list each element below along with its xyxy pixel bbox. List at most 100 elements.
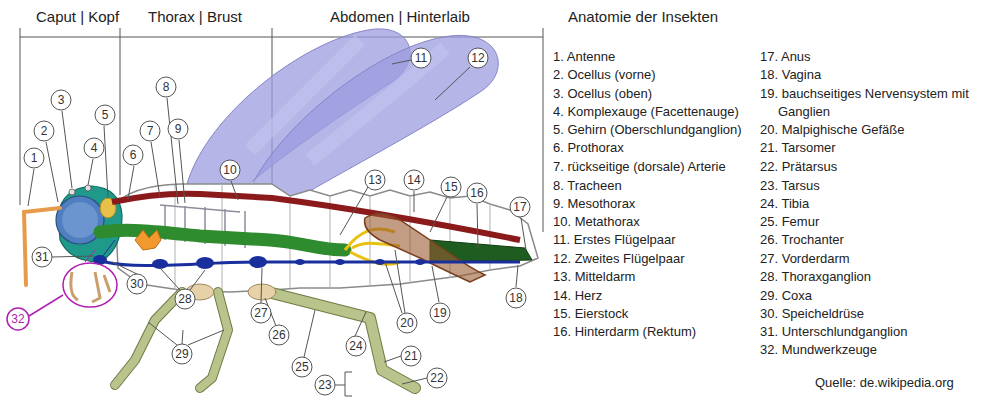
leader-lines-part: [340, 187, 368, 235]
leader-lines-part: [516, 265, 518, 287]
wings-part: [246, 35, 498, 202]
nerve-cord-part-part: [100, 240, 115, 260]
nerve-cord-part-part: [375, 259, 385, 265]
callout-number: 24: [349, 340, 362, 352]
leader-lines-part: [160, 268, 180, 290]
nerve-cord-part-part: [415, 259, 425, 265]
legend-list-item: 11. Erstes Flügelpaar: [553, 231, 676, 249]
legs-part: [200, 292, 228, 388]
leader-lines-part: [46, 142, 58, 202]
callout-number: 32: [11, 313, 24, 325]
nerve-cord-part-part: [295, 259, 305, 265]
leader-lines-part: [128, 166, 134, 199]
callout-number: 10: [223, 164, 236, 176]
callout-number: 8: [163, 81, 170, 93]
callout-number: 3: [58, 94, 65, 106]
leader-lines-part: [304, 310, 315, 357]
callout-circles-part: [34, 121, 54, 141]
legend-list-item: 16. Hinterdarm (Rektum): [553, 323, 696, 341]
callout-circles-part: [220, 160, 240, 180]
legend-list-item: 17. Anus: [760, 48, 811, 66]
callout-circles-part: [84, 138, 104, 158]
callout-number: 18: [509, 292, 522, 304]
callout-circles-part: [401, 346, 421, 366]
head: [56, 185, 122, 262]
legend-list-item: 27. Vorderdarm: [760, 250, 850, 268]
leader-lines-part: [182, 330, 183, 344]
antenna: [24, 208, 60, 285]
callout-circles-part: [51, 90, 71, 110]
legend-list-item: 21. Tarsomer: [760, 139, 836, 157]
callout-number: 23: [318, 379, 331, 391]
head-part: [58, 186, 122, 262]
callout-number: 4: [91, 142, 98, 154]
leader-lines-part: [414, 191, 415, 212]
legend-list-item: 6. Prothorax: [553, 139, 624, 157]
leader-lines-part: [167, 98, 178, 204]
callout-number: 28: [178, 293, 191, 305]
legend-list-item: 12. Zweites Flügelpaar: [553, 250, 685, 268]
legend-list-item: 14. Herz: [553, 287, 602, 305]
legend-list-item: 20. Malpighische Gefäße: [760, 121, 905, 139]
leader-lines-part: [104, 126, 108, 198]
callout-number: 17: [513, 201, 526, 213]
leader-lines: [28, 60, 526, 396]
legend-list-item: 30. Speicheldrüse: [760, 305, 864, 323]
legs: [115, 284, 415, 388]
leader-lines-part: [355, 312, 366, 336]
callout-circles-part: [123, 145, 143, 165]
leader-lines-part: [261, 268, 262, 303]
legend-list-item: 15. Eierstock: [553, 305, 628, 323]
callout-circles-part: [175, 289, 195, 309]
diagram-title: Anatomie der Insekten: [568, 8, 718, 26]
leader-lines-part: [335, 385, 345, 386]
legs-part: [115, 292, 182, 385]
callout-circles-part: [29, 295, 63, 316]
callout-circles-part: [427, 368, 447, 388]
callout-number: 2: [41, 125, 48, 137]
head-part: [69, 189, 75, 195]
leader-lines-part: [52, 256, 94, 257]
leader-lines-part: [345, 372, 346, 396]
leader-lines-part: [392, 60, 411, 64]
leader-lines-part: [477, 204, 478, 248]
leader-lines-part: [432, 266, 439, 302]
callout-circles-part: [430, 303, 450, 323]
callout-circles-part: [404, 170, 424, 190]
digestive-tract: [100, 230, 532, 262]
section-heading: Abdomen | Hinterlaib: [330, 8, 470, 26]
callout-number: 31: [35, 251, 48, 263]
callout-circles-part: [411, 48, 431, 68]
legend-list-item: 18. Vagina: [760, 66, 821, 84]
legend-list-item: 24. Tibia: [760, 195, 809, 213]
ovary-part: [365, 213, 485, 282]
callout-number: 12: [471, 52, 484, 64]
leader-lines-part: [188, 330, 224, 345]
callout-number: 21: [404, 350, 417, 362]
leader-lines-part: [190, 270, 205, 290]
callout-number: 7: [147, 125, 154, 137]
nerve-cord-part: [100, 240, 115, 260]
tracheae-part: [160, 205, 240, 212]
callout-circles-part: [172, 344, 192, 364]
callout-circles-part: [365, 170, 385, 190]
leader-lines-part: [151, 142, 160, 197]
callout-circles-part: [510, 197, 530, 217]
ovary: [365, 213, 485, 282]
wings: [185, 29, 498, 202]
antenna-part: [24, 208, 60, 285]
legend-list-item: 19. bauchseitiges Nervensystem mit Gangl…: [760, 85, 992, 121]
leader-lines-part: [345, 396, 352, 397]
callout-number: 30: [130, 278, 143, 290]
legs-part: [200, 292, 228, 388]
legend-list-item: 22. Prätarsus: [760, 158, 837, 176]
legend-list-item: 8. Tracheen: [553, 177, 622, 195]
nerve-cord-part-part: [152, 259, 168, 269]
nerve-cord-part-part: [335, 259, 345, 265]
callout-circles-part: [269, 325, 289, 345]
callout-number: 20: [400, 317, 413, 329]
callout-number: 26: [272, 329, 285, 341]
callout-number: 5: [102, 109, 109, 121]
